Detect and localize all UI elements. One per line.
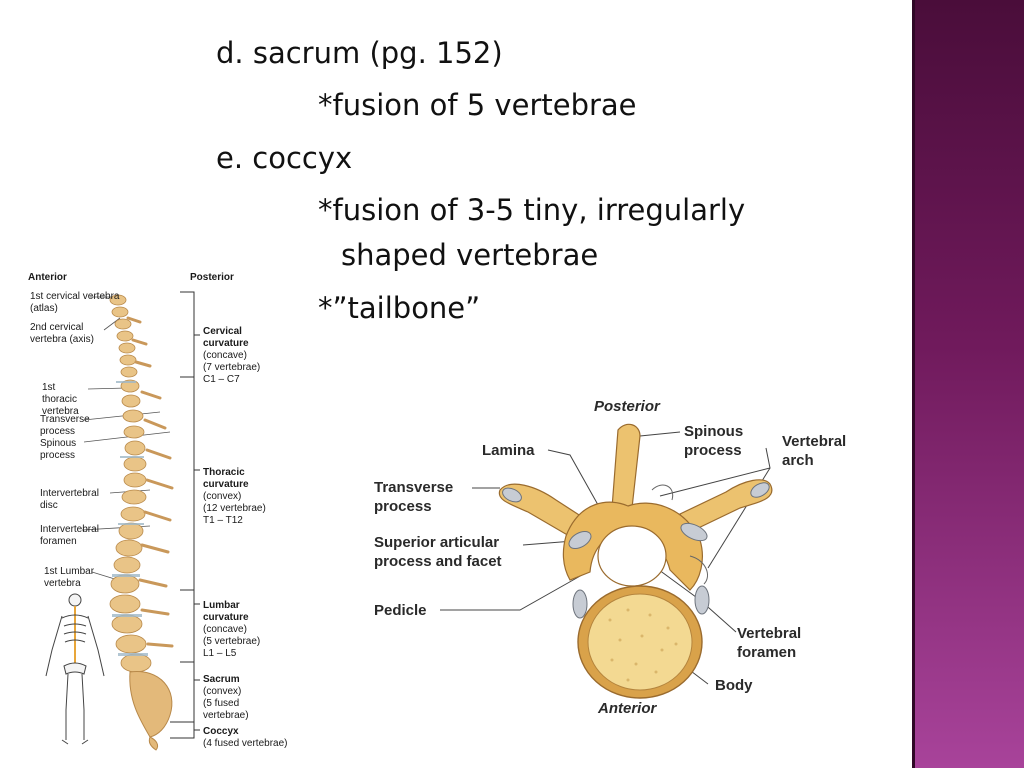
label-transverse-process-v: Transverse process	[374, 479, 454, 515]
label-first-lumbar: 1st Lumbar vertebra	[44, 566, 95, 589]
label-vertebral-foramen: Vertebral foramen	[737, 625, 802, 661]
label-spinous-process-v: Spinous process	[684, 423, 744, 459]
coccyx-heading: e. coccyx	[216, 141, 353, 175]
label-body: Body	[715, 677, 753, 694]
coccyx-bullet-1: *fusion of 3-5 tiny, irregularly	[318, 193, 746, 227]
label-superior-articular: Superior articular process and facet	[374, 534, 502, 570]
spine-illustration	[45, 291, 200, 751]
label-lamina: Lamina	[482, 442, 535, 459]
vertebra-anterior-label: Anterior	[598, 700, 657, 717]
label-intervertebral-foramen: Intervertebral foramen	[40, 524, 99, 547]
sacrum-heading: d. sacrum (pg. 152)	[216, 36, 503, 70]
coccyx-bullet-1-cont: shaped vertebrae	[341, 238, 599, 272]
label-axis: 2nd cervical vertebra (axis)	[30, 322, 94, 345]
label-intervertebral-disc: Intervertebral disc	[40, 488, 99, 511]
vertebra-posterior-label: Posterior	[594, 398, 660, 415]
coccyx-bullet-2: *”tailbone”	[318, 291, 481, 325]
label-pedicle: Pedicle	[374, 602, 427, 619]
sacrum-bullet: *fusion of 5 vertebrae	[318, 88, 637, 122]
label-first-thoracic: 1st thoracic vertebra	[42, 382, 79, 417]
label-sacrum: Sacrum (convex) (5 fused vertebrae)	[203, 674, 249, 721]
label-thoracic-curvature: Thoracic curvature (convex) (12 vertebra…	[203, 467, 266, 526]
decorative-side-bar	[912, 0, 1024, 768]
spine-anterior-label: Anterior	[28, 272, 67, 283]
label-atlas: 1st cervical vertebra (atlas)	[30, 291, 120, 314]
label-vertebral-arch: Vertebral arch	[782, 433, 847, 469]
label-transverse-process: Transverse process	[40, 414, 90, 437]
label-spinous-process: Spinous process	[40, 438, 77, 461]
label-lumbar-curvature: Lumbar curvature (concave) (5 vertebrae)…	[203, 600, 261, 659]
spine-posterior-label: Posterior	[190, 272, 234, 283]
vertebra-illustration	[440, 423, 773, 699]
label-cervical-curvature: Cervical curvature (concave) (7 vertebra…	[203, 326, 261, 385]
label-coccyx: Coccyx (4 fused vertebrae)	[203, 726, 288, 749]
